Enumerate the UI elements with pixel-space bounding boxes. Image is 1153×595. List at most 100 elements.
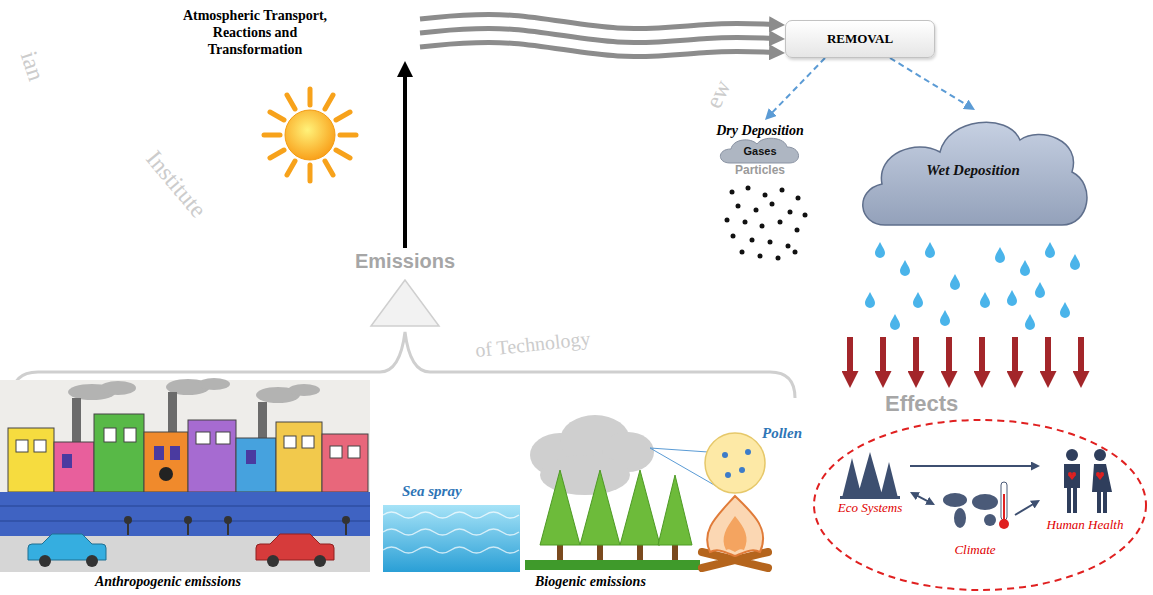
fire-illustration <box>724 516 747 552</box>
rain-drops <box>865 242 1080 330</box>
effect-arrows <box>913 337 919 376</box>
city-illustration <box>288 384 320 396</box>
rain-drops <box>913 292 923 308</box>
source-label: Pollen <box>762 424 802 442</box>
city-illustration <box>8 414 368 492</box>
sun-icon <box>264 89 356 181</box>
effect-label: Climate <box>935 542 1015 558</box>
sun-icon <box>270 112 284 120</box>
particle-dots <box>768 240 773 245</box>
climate-icon <box>954 508 966 528</box>
forest-illustration <box>525 560 700 570</box>
sun-icon <box>264 133 280 138</box>
effect-arrows <box>979 337 985 376</box>
city-illustration <box>72 398 81 442</box>
watermark: ian <box>15 48 51 85</box>
ellipse-outline <box>812 388 1148 592</box>
city-illustration <box>322 434 368 492</box>
rain-drops <box>900 260 910 276</box>
section-heading: Effects <box>885 391 958 417</box>
city-illustration <box>62 454 72 468</box>
source-label: Sea spray <box>402 482 462 500</box>
city-illustration <box>39 555 51 567</box>
city-illustration <box>185 517 191 523</box>
triangle-outline <box>371 280 439 326</box>
emission-triangle: Emissions <box>345 248 465 328</box>
ellipse-outline <box>814 420 1146 590</box>
cloud-label: Wet Deposition <box>856 160 1090 180</box>
forest-illustration <box>580 470 620 545</box>
sea-illustration <box>383 505 520 572</box>
effects-ellipse: Eco SystemsClimateHuman HealthEffects <box>812 388 1148 592</box>
forest-illustration <box>658 475 692 545</box>
group-caption: Anthropogenic emissions <box>95 573 241 591</box>
city-illustration <box>236 438 276 492</box>
city-illustration <box>62 446 256 468</box>
climate-icon <box>943 493 967 507</box>
city-illustration <box>196 432 210 444</box>
particle-dots <box>758 254 763 259</box>
particle-dots <box>786 244 791 249</box>
link-arrow <box>916 495 930 502</box>
rain-drops <box>940 310 950 326</box>
effect-arrows <box>847 337 853 376</box>
sun-icon <box>325 161 333 175</box>
removal-arrow <box>770 58 825 114</box>
label-anchor: Biogenic emissions <box>535 573 646 591</box>
city-illustration <box>348 446 360 458</box>
climate-icon <box>943 493 998 528</box>
sun-icon <box>270 150 284 158</box>
climate-icon <box>999 519 1009 529</box>
city-illustration <box>0 378 370 572</box>
particle-dots <box>730 190 735 195</box>
rain-drops <box>875 242 885 258</box>
particle-dots <box>725 186 808 261</box>
particle-dots <box>731 234 736 239</box>
removal-arrow <box>890 58 968 106</box>
city-illustration <box>125 517 349 535</box>
climate-icon <box>972 494 998 510</box>
watermark: of Technology <box>474 326 591 362</box>
forest-illustration <box>525 415 700 570</box>
pollen-icon <box>650 433 765 493</box>
health-icon <box>1092 464 1112 513</box>
rain-drops <box>980 292 990 308</box>
rain-drops <box>1035 282 1045 298</box>
city-illustration <box>125 517 131 523</box>
sun-icon <box>336 150 350 158</box>
forest-illustration <box>540 470 580 545</box>
city-illustration <box>124 428 136 442</box>
effect-item: Eco Systems <box>830 448 910 516</box>
health-icon <box>1064 464 1080 513</box>
city-illustration <box>154 446 164 460</box>
sun-icon <box>287 95 295 109</box>
rain-drops <box>1060 302 1070 318</box>
city-illustration <box>345 523 347 535</box>
sun-icon <box>287 161 295 175</box>
cloud-shape: Wet Deposition <box>840 110 1090 337</box>
label-anchor: Sea spray <box>402 482 462 500</box>
fire-illustration <box>707 496 763 556</box>
city-illustration <box>284 436 296 448</box>
city-illustration <box>86 555 98 567</box>
forest-illustration <box>620 470 660 545</box>
city-illustration <box>216 432 230 444</box>
effect-arrows <box>850 337 1081 376</box>
health-icon <box>1096 475 1104 480</box>
label-anchor: Institute <box>140 145 212 223</box>
climate-icon <box>1003 494 1005 520</box>
sea-illustration <box>383 512 519 553</box>
city-illustration <box>330 446 342 458</box>
particle-dots <box>796 196 801 201</box>
city-illustration <box>170 446 180 460</box>
city-illustration <box>16 440 28 452</box>
label-anchor: of Technology <box>474 326 591 362</box>
city-illustration <box>246 450 256 464</box>
pollen-icon <box>725 472 731 478</box>
particle-dots <box>770 202 775 207</box>
effect-item: Climate <box>935 478 1015 558</box>
removal-arrow <box>890 58 968 106</box>
rain-drops <box>865 292 875 308</box>
